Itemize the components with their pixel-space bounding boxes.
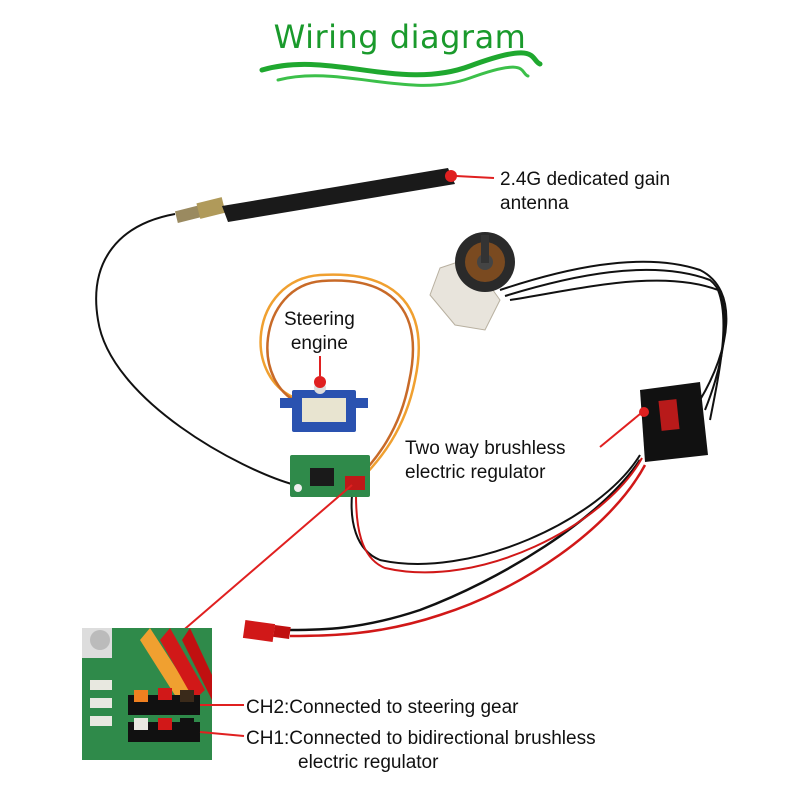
antenna-label: 2.4G dedicated gain antenna [500,168,670,216]
title-wave-decoration [259,50,543,87]
antenna-label-line2: antenna [500,193,569,214]
steering-label-line2: engine [290,333,348,354]
receiver-zoom-inset [82,628,212,760]
brushless-motor [429,232,515,331]
esc-signal-wires [350,454,643,574]
motor-wires [499,260,728,421]
zoom-pointer [171,484,353,641]
ch1-label-line1: CH1:Connected to bidirectional brushless [246,728,596,749]
power-wires [289,459,647,638]
page-title: Wiring diagram [273,18,527,56]
esc-module [639,382,708,462]
esc-label-line2: electric regulator [405,462,546,483]
esc-pointer [599,413,641,448]
antenna-label-line1: 2.4G dedicated gain [500,169,671,190]
servo-wire-loop [259,273,420,481]
steering-label-line1: Steering [284,309,355,330]
antenna [174,168,457,223]
esc-label-line1: Two way brushless [405,438,566,459]
steering-servo [280,376,368,432]
battery-connector [242,619,291,643]
ch1-label-line2: electric regulator [298,752,439,773]
antenna-cable [95,213,296,486]
antenna-pointer [455,175,495,179]
ch1-pointer [199,731,245,737]
ch2-label: CH2:Connected to steering gear [246,697,519,718]
receiver-board [290,455,370,497]
esc-label: Two way brushless electric regulator [405,437,566,485]
steering-label: Steering engine [284,308,355,356]
